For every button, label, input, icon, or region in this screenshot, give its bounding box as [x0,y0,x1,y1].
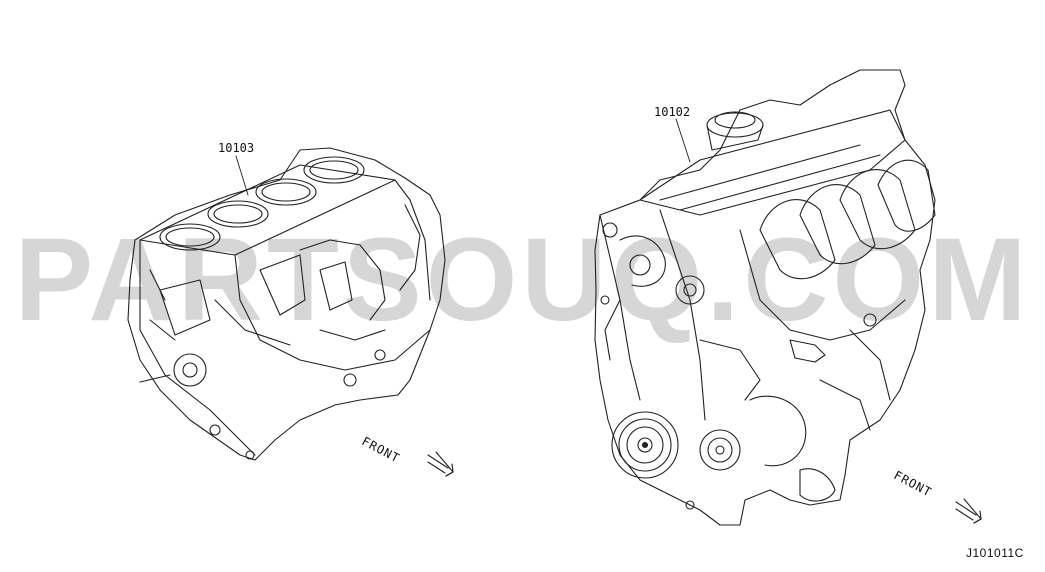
front-arrow-right [955,498,982,524]
long-block-drawing[interactable] [594,69,936,526]
short-block-drawing[interactable] [127,147,446,461]
part-label-10103[interactable]: 10103 [218,141,255,155]
front-arrow-left [427,451,454,477]
watermark-text: PARTSOUQ.COM [14,214,1031,346]
leader-line-10102 [675,118,691,163]
part-label-10102[interactable]: 10102 [654,105,691,119]
diagram-reference: J101011C [966,546,1024,560]
leader-line-10103 [235,155,249,196]
